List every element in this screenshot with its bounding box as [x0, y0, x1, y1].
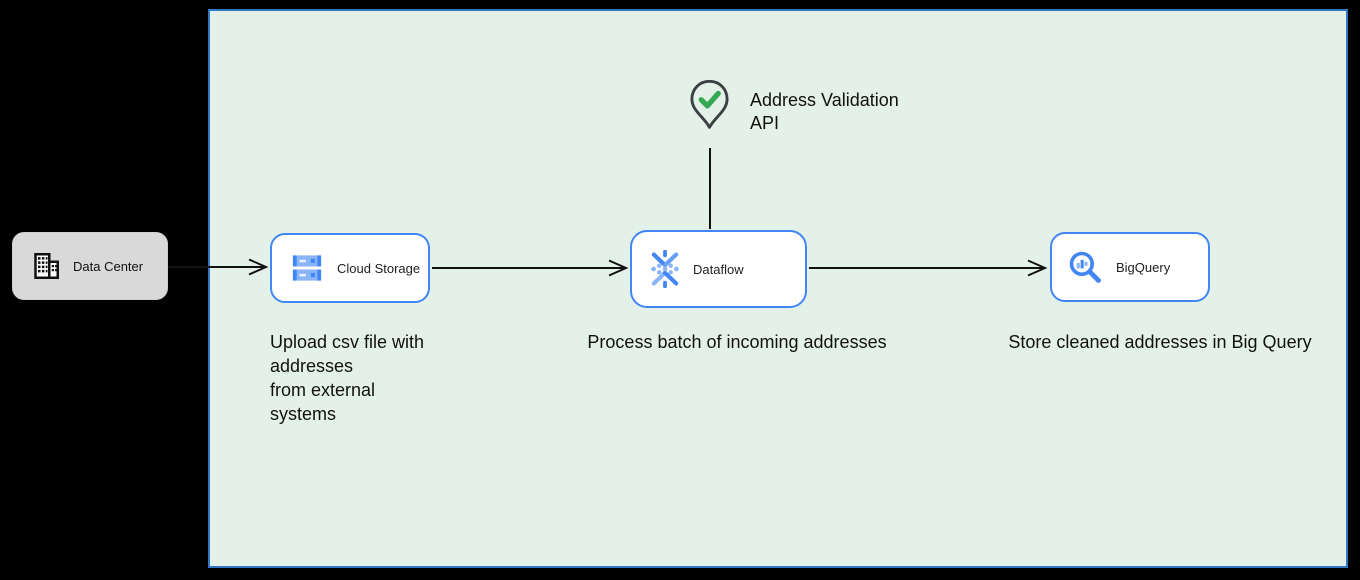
node-bigquery: BigQuery — [1050, 232, 1210, 302]
caption-store-cleaned: Store cleaned addresses in Big Query — [1008, 332, 1312, 352]
node-label-dataflow: Dataflow — [693, 261, 744, 277]
caption-process-batch: Process batch of incoming addresses — [587, 332, 887, 352]
node-label-data-center: Data Center — [73, 258, 144, 274]
dataflow-icon — [646, 250, 684, 288]
cloud-storage-icon — [289, 250, 325, 286]
map-pin-check-icon — [686, 79, 733, 137]
bigquery-icon — [1067, 249, 1103, 285]
building-icon — [31, 251, 61, 281]
node-label-cloud-storage: Cloud Storage — [337, 260, 421, 276]
node-label-bigquery: BigQuery — [1116, 259, 1171, 275]
node-dataflow: Dataflow — [630, 230, 807, 308]
annotation-address-validation-api: Address Validation API — [750, 90, 899, 133]
node-data-center: Data Center — [12, 232, 168, 300]
caption-upload-csv: Upload csv file with addresses from exte… — [270, 332, 425, 424]
node-cloud-storage: Cloud Storage — [270, 233, 430, 303]
